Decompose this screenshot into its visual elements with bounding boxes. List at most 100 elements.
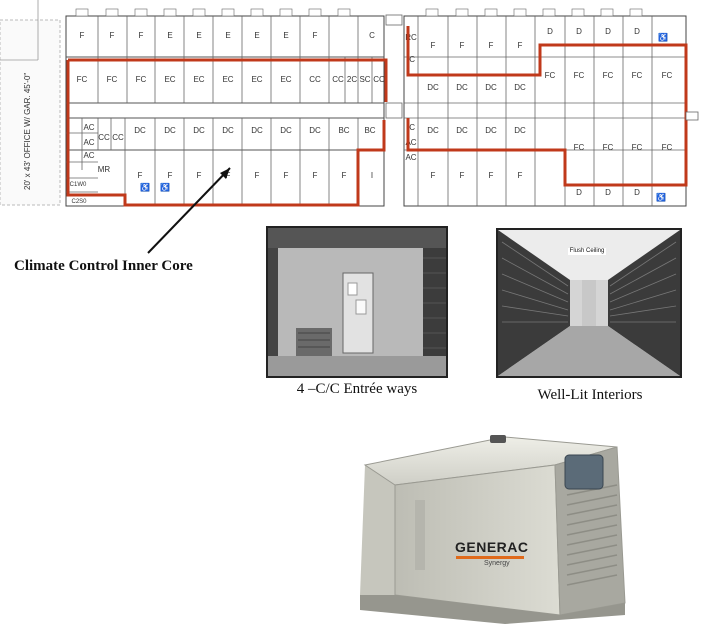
svg-text:FC: FC: [574, 143, 585, 152]
svg-text:C: C: [369, 31, 375, 40]
svg-text:FC: FC: [662, 71, 673, 80]
brand-underline: [456, 556, 524, 559]
svg-text:AC: AC: [83, 138, 94, 147]
svg-text:EC: EC: [222, 75, 233, 84]
svg-text:F: F: [518, 41, 523, 50]
unit-label: F: [80, 31, 85, 40]
svg-text:BC: BC: [338, 126, 349, 135]
svg-text:I: I: [371, 171, 373, 180]
svg-text:FC: FC: [603, 71, 614, 80]
svg-text:F: F: [489, 171, 494, 180]
svg-text:FC: FC: [574, 71, 585, 80]
svg-text:CC: CC: [98, 133, 110, 142]
svg-text:RC: RC: [405, 33, 417, 42]
svg-text:CC: CC: [309, 75, 321, 84]
svg-text:DC: DC: [456, 126, 468, 135]
svg-text:F: F: [342, 171, 347, 180]
hallway-photo: Flush Ceiling: [496, 228, 682, 378]
svg-text:DC: DC: [485, 83, 497, 92]
svg-text:DC: DC: [134, 126, 146, 135]
svg-text:D: D: [576, 188, 582, 197]
svg-text:F: F: [460, 41, 465, 50]
svg-text:FC: FC: [603, 143, 614, 152]
svg-text:AC: AC: [405, 153, 416, 162]
svg-text:MR: MR: [98, 165, 111, 174]
svg-text:DC: DC: [427, 126, 439, 135]
entryway-photo: [266, 226, 448, 378]
svg-text:DC: DC: [309, 126, 321, 135]
generator-brand: GENERAC: [455, 539, 529, 555]
svg-text:CC: CC: [332, 75, 344, 84]
svg-text:FC: FC: [662, 143, 673, 152]
svg-text:E: E: [196, 31, 201, 40]
svg-text:AC: AC: [405, 138, 416, 147]
svg-text:♿: ♿: [140, 182, 150, 192]
svg-text:F: F: [255, 171, 260, 180]
svg-text:F: F: [168, 171, 173, 180]
svg-text:F: F: [431, 171, 436, 180]
generator-image: [360, 435, 626, 624]
svg-text:F: F: [313, 171, 318, 180]
hallway-caption: Well-Lit Interiors: [537, 387, 643, 403]
svg-text:DC: DC: [222, 126, 234, 135]
svg-text:DC: DC: [514, 83, 526, 92]
floor-plan: 20' x 43' OFFICE W/ GAR. 45'-0": [0, 0, 699, 207]
plan-dimension-text: 20' x 43' OFFICE W/ GAR. 45'-0": [23, 73, 32, 190]
svg-text:FC: FC: [632, 143, 643, 152]
svg-text:CC: CC: [373, 75, 385, 84]
svg-text:F: F: [110, 31, 115, 40]
svg-text:DC: DC: [514, 126, 526, 135]
svg-text:C1W0: C1W0: [70, 182, 87, 188]
svg-text:C2S0: C2S0: [71, 199, 87, 205]
entryway-caption: 4 –C/C Entrée ways: [296, 381, 418, 397]
svg-text:♿: ♿: [658, 32, 668, 42]
svg-text:IC: IC: [407, 123, 415, 132]
svg-text:DC: DC: [251, 126, 263, 135]
svg-text:AC: AC: [83, 123, 94, 132]
svg-text:F: F: [313, 31, 318, 40]
svg-text:EC: EC: [280, 75, 291, 84]
svg-text:F: F: [518, 171, 523, 180]
svg-text:D: D: [605, 27, 611, 36]
svg-text:♿: ♿: [656, 192, 666, 202]
generator-model: Synergy: [484, 560, 510, 567]
svg-text:BC: BC: [364, 126, 375, 135]
svg-text:DC: DC: [280, 126, 292, 135]
svg-text:D: D: [605, 188, 611, 197]
svg-text:D: D: [576, 27, 582, 36]
svg-text:AC: AC: [83, 151, 94, 160]
svg-text:D: D: [547, 27, 553, 36]
svg-text:F: F: [197, 171, 202, 180]
svg-text:F: F: [138, 171, 143, 180]
svg-text:F: F: [431, 41, 436, 50]
svg-text:DC: DC: [485, 126, 497, 135]
svg-text:FC: FC: [107, 75, 118, 84]
svg-text:DC: DC: [427, 83, 439, 92]
svg-text:F: F: [460, 171, 465, 180]
svg-text:E: E: [167, 31, 172, 40]
svg-text:D: D: [634, 27, 640, 36]
svg-text:D: D: [634, 188, 640, 197]
svg-text:SC: SC: [359, 75, 370, 84]
svg-text:DC: DC: [164, 126, 176, 135]
svg-text:FC: FC: [77, 75, 88, 84]
accessibility-icon: ♿ ♿ ♿ ♿: [140, 32, 668, 202]
flush-ceiling-sign: Flush Ceiling: [568, 248, 606, 255]
svg-text:E: E: [225, 31, 230, 40]
svg-text:IC: IC: [407, 55, 415, 64]
svg-text:E: E: [283, 31, 288, 40]
svg-text:EC: EC: [251, 75, 262, 84]
svg-text:F: F: [226, 171, 231, 180]
svg-text:FC: FC: [136, 75, 147, 84]
svg-text:EC: EC: [193, 75, 204, 84]
svg-text:FC: FC: [545, 71, 556, 80]
svg-text:2C: 2C: [347, 75, 357, 84]
svg-text:DC: DC: [456, 83, 468, 92]
callout-label: Climate Control Inner Core: [14, 258, 193, 274]
svg-text:F: F: [139, 31, 144, 40]
svg-text:F: F: [284, 171, 289, 180]
callout-arrow: [147, 167, 231, 254]
svg-text:♿: ♿: [160, 182, 170, 192]
svg-text:CC: CC: [112, 133, 124, 142]
svg-text:FC: FC: [632, 71, 643, 80]
